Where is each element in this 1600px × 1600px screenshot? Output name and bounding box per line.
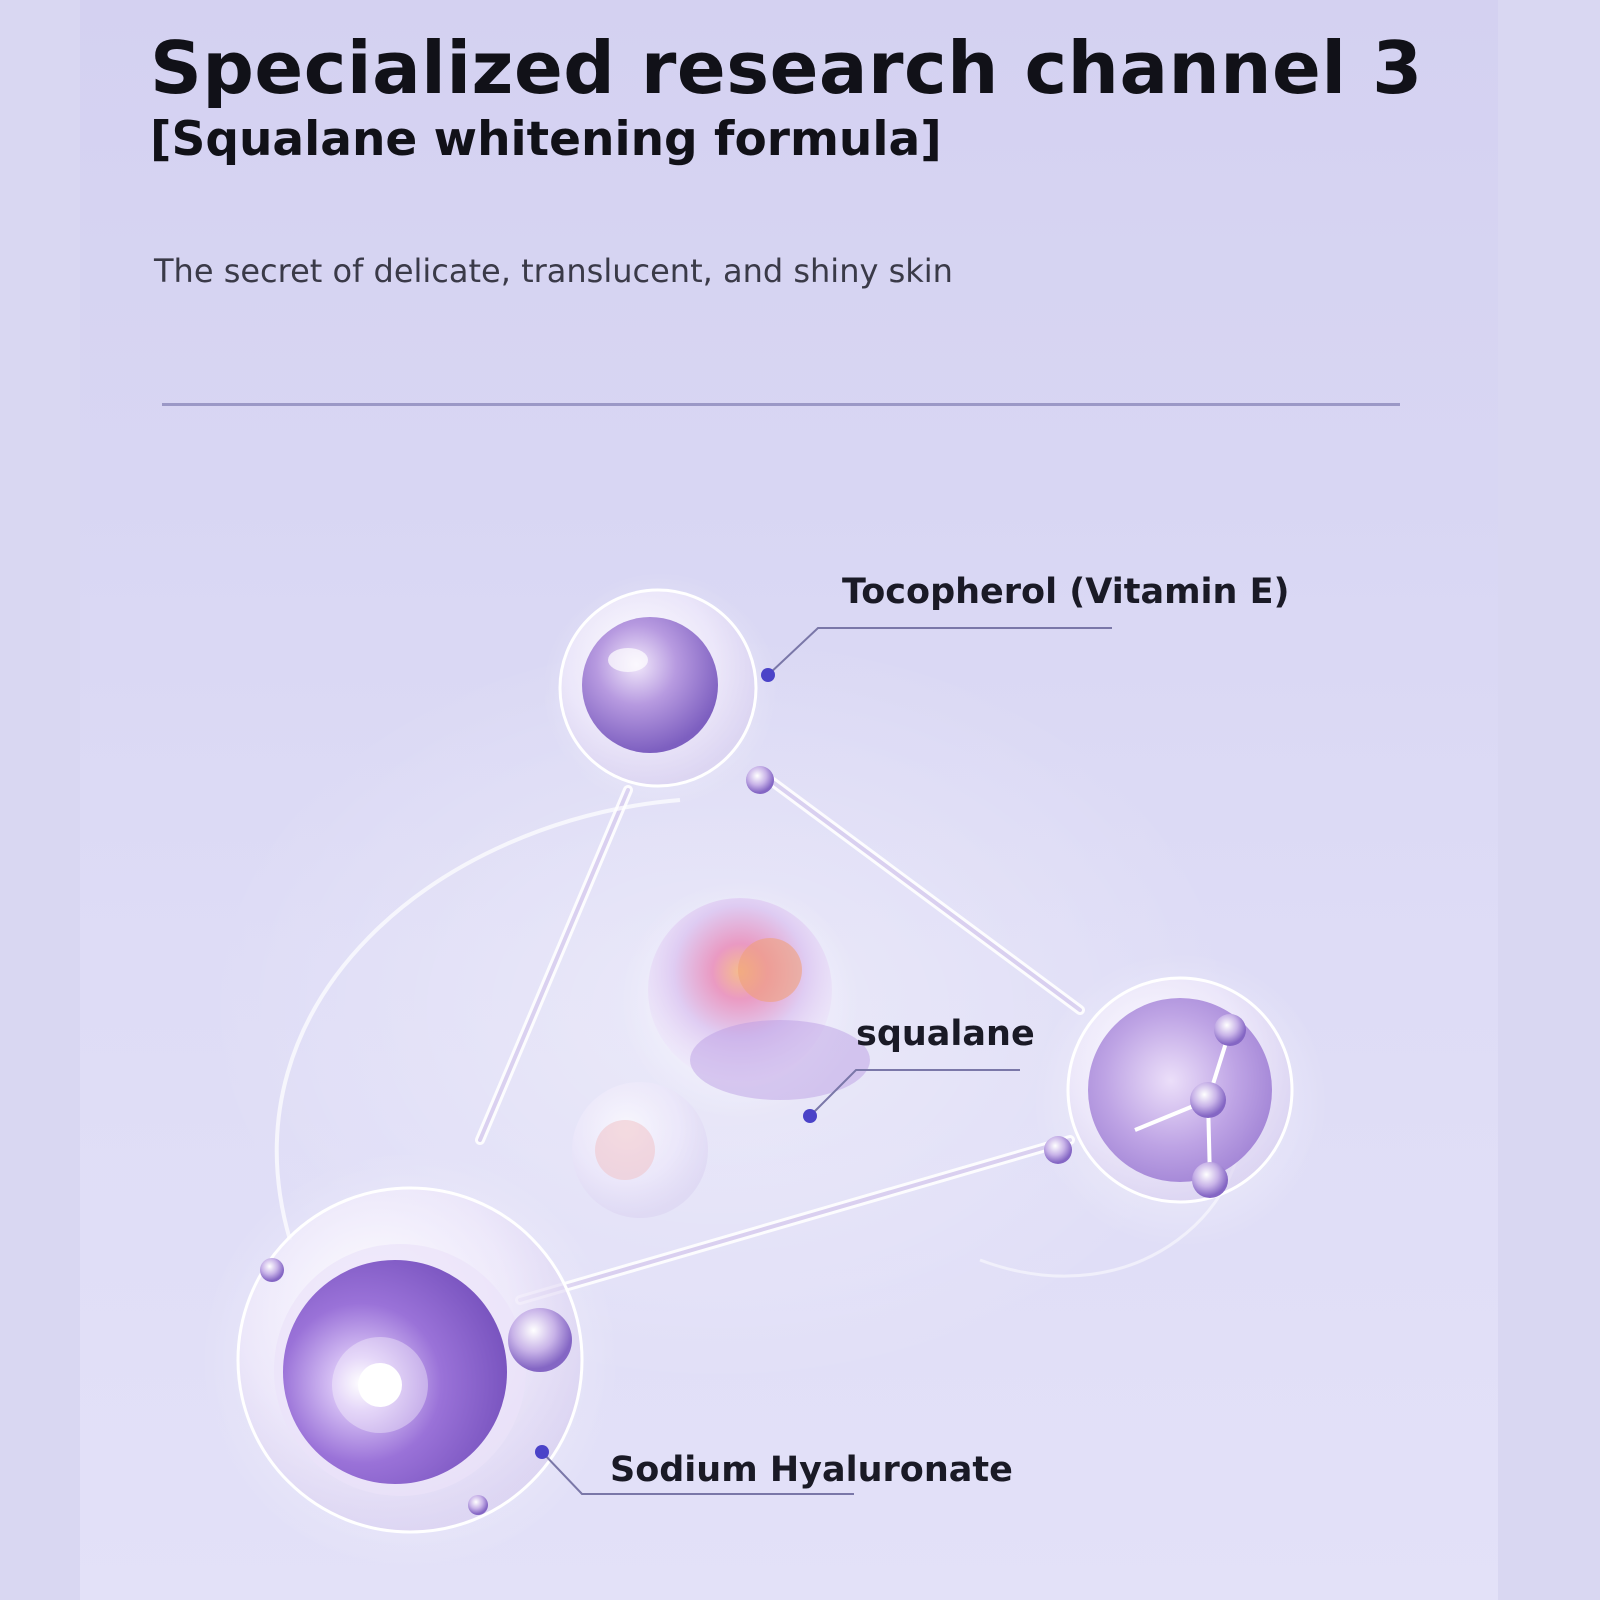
molecule-illustration	[200, 572, 1328, 1570]
label-tocopherol: Tocopherol (Vitamin E)	[842, 572, 1290, 612]
label-sodium-hyaluronate: Sodium Hyaluronate	[610, 1450, 1013, 1490]
molecule-bonds	[475, 775, 1085, 1305]
orbit-arc	[274, 798, 681, 1241]
callout-squalane	[803, 1069, 1020, 1123]
sodium-hyaluronate-sphere	[200, 1150, 620, 1570]
tocopherol-sphere	[542, 572, 778, 808]
page-subtitle: [Squalane whitening formula]	[150, 112, 942, 167]
squalane-sphere	[572, 880, 870, 1218]
tagline: The secret of delicate, translucent, and…	[154, 252, 953, 290]
page-title: Specialized research channel 3	[150, 26, 1423, 110]
content-panel: Specialized research channel 3 [Squalane…	[80, 0, 1498, 1600]
callout-tocopherol	[761, 627, 1112, 682]
right-sphere	[1032, 952, 1328, 1248]
callout-sodium	[535, 1445, 854, 1495]
label-squalane: squalane	[856, 1014, 1035, 1054]
divider	[162, 403, 1400, 406]
